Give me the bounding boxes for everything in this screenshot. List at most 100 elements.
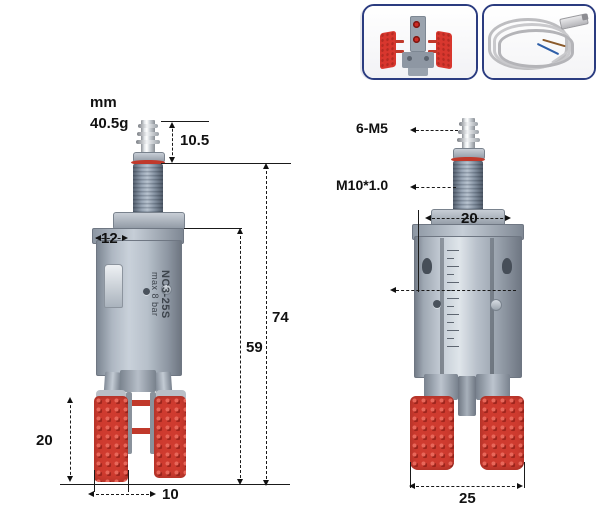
dim-59-arrow-down — [236, 479, 243, 485]
side-pad-right-texture — [154, 396, 186, 478]
callout-mount-thread-label: M10*1.0 — [336, 177, 389, 193]
dim-12-arrow-left — [95, 234, 101, 241]
dim-25-ext-right — [524, 462, 525, 488]
front-view-group — [300, 0, 600, 509]
side-o-ring — [131, 160, 165, 165]
front-pad-right-texture — [480, 396, 524, 470]
dim-25-arrow-left — [409, 482, 415, 489]
front-body-gap-left — [440, 238, 444, 374]
side-pad-left — [94, 396, 128, 482]
inset-led-top — [413, 21, 420, 28]
side-pad-right — [154, 396, 186, 478]
dim-59-arrow-up — [236, 228, 243, 234]
inset-jaw-tab-l2 — [395, 50, 404, 53]
side-link-bar-top — [130, 400, 152, 406]
side-barb-rib-2 — [137, 132, 159, 136]
front-barb-rib-2 — [458, 130, 479, 134]
weight-label: 40.5g — [90, 115, 129, 132]
callout-mount-thread-arrow — [410, 183, 416, 190]
front-centerline-arrow — [390, 286, 396, 293]
front-ext-line-left — [418, 210, 419, 292]
side-barb-rib-3 — [136, 140, 160, 144]
front-scale-marks — [447, 250, 461, 354]
side-body — [96, 240, 182, 376]
dim-74-arrow-down — [262, 480, 269, 486]
front-carrier-right — [476, 374, 510, 400]
side-barb-rib-1 — [138, 124, 158, 128]
side-pad-cap-right — [156, 390, 186, 399]
unit-label: mm — [90, 94, 117, 111]
front-pad-left-texture — [410, 396, 454, 470]
side-view-group: NC3-25S max 8 bar — [92, 120, 186, 482]
dim-59-line — [240, 231, 241, 483]
inset-jaw-tab-l1 — [395, 40, 404, 43]
front-pad-right — [480, 396, 524, 470]
front-slot-right — [502, 258, 512, 274]
dim-10_5-arrow-down — [168, 157, 175, 163]
side-link-bar-bottom — [130, 428, 152, 434]
side-pad-left-texture — [94, 396, 128, 482]
front-barb-rib-1 — [459, 122, 478, 126]
inset-jaw-tab-r2 — [428, 50, 437, 53]
side-pad-cap-left — [96, 390, 126, 399]
dim-25-arrow-right — [517, 482, 523, 489]
dim-12-arrow-right — [122, 234, 128, 241]
dim-59-ext-top — [184, 228, 242, 229]
front-center-web — [458, 376, 476, 416]
side-link-rail-left — [126, 392, 132, 454]
dim-10_5-arrow-up — [168, 122, 175, 128]
dim-20w-arrow-right — [505, 214, 511, 221]
dim-overall-height-label: 74 — [272, 309, 289, 326]
side-thread-shaft — [133, 164, 163, 214]
pressure-text: max 8 bar — [150, 272, 160, 317]
side-linkage-block — [120, 370, 156, 392]
inset-led-bottom — [413, 36, 420, 43]
dim-10-arrow-left — [88, 490, 94, 497]
inset-base-hole-right — [424, 56, 429, 61]
dim-jaw-height-label: 20 — [36, 432, 53, 449]
side-baseline — [60, 484, 290, 485]
front-carrier-left — [424, 374, 458, 400]
front-hole-left — [433, 300, 441, 308]
inset-base-stem — [408, 68, 428, 76]
front-screw-right — [490, 299, 502, 311]
dim-fitting-height-label: 10.5 — [180, 132, 210, 149]
side-barb-fitting — [141, 120, 155, 154]
dim-12-line — [96, 238, 126, 239]
inset-sensor-cable-photo — [482, 4, 596, 80]
dim-10-ext-left — [94, 470, 95, 492]
dim-20-line — [70, 400, 71, 480]
callout-port-thread-arrow — [410, 126, 416, 133]
side-body-hole — [143, 288, 150, 295]
side-link-rail-right — [150, 392, 156, 454]
inset-gripper-sensor-photo — [362, 4, 478, 80]
dim-10-line — [96, 494, 154, 495]
dim-10_5-ext-top — [161, 121, 209, 122]
callout-mount-thread-leader — [416, 187, 456, 188]
dim-nut-width-label: 20 — [461, 210, 478, 227]
dim-74-line — [266, 166, 267, 484]
dim-20-arrow-up — [66, 397, 73, 403]
dim-20w-line — [432, 218, 508, 219]
dim-10_5-line — [172, 124, 173, 160]
dim-10-arrow-right — [150, 490, 156, 497]
cable-loop-3 — [498, 29, 574, 68]
callout-port-thread-leader — [416, 130, 458, 131]
front-thread-shaft — [453, 161, 483, 211]
dim-jaw-depth-label: 10 — [162, 486, 179, 503]
side-body-screw — [161, 284, 172, 295]
callout-port-thread-label: 6-M5 — [356, 120, 388, 136]
dim-25-ext-left — [410, 462, 411, 488]
dim-25-line — [416, 486, 520, 487]
inset-base-hole-left — [407, 56, 412, 61]
dim-stroke-height-label: 59 — [246, 339, 263, 356]
front-barb-fitting — [462, 118, 475, 150]
front-slot-left — [422, 258, 432, 274]
model-text: NC3-25S — [159, 270, 171, 319]
dim-body-width-label: 12 — [101, 230, 118, 247]
dim-20w-arrow-left — [425, 214, 431, 221]
front-centerline — [396, 290, 516, 291]
dim-20-arrow-down — [66, 476, 73, 482]
front-pad-left — [410, 396, 454, 470]
